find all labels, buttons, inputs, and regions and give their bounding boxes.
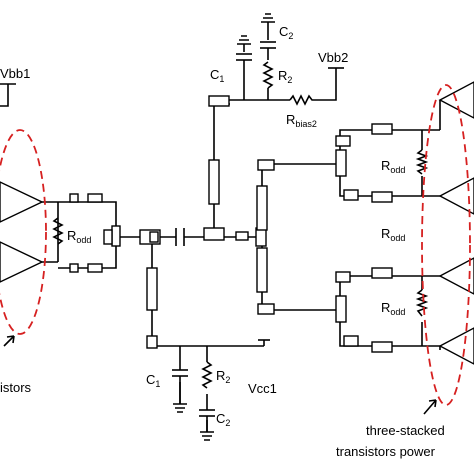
right-annotation-text-1: three-stacked <box>366 423 445 438</box>
c1-top-label: C1 <box>210 67 224 84</box>
right-amplifier-2 <box>438 177 474 215</box>
r2-bottom-resistor <box>201 361 213 389</box>
right-amplifier-3 <box>438 257 474 295</box>
right-annotation-ellipse <box>421 84 471 406</box>
vcc1-label: Vcc1 <box>248 381 277 396</box>
rbias2-resistor <box>289 94 314 106</box>
r2-top-label: R2 <box>278 68 292 85</box>
rbias2-label: Rbias2 <box>286 112 317 129</box>
right-rodd-label-1: Rodd <box>381 158 405 175</box>
interstage-divider <box>203 95 267 247</box>
vbb1-label: Vbb1 <box>0 66 30 81</box>
left-annotation-text: istors <box>0 380 32 395</box>
vbb2-label: Vbb2 <box>318 50 348 65</box>
r2-bottom-label: R2 <box>216 368 230 385</box>
left-amplifier-top <box>0 181 44 223</box>
right-amplifier-4 <box>438 327 474 365</box>
right-rodd-label-3: Rodd <box>381 300 405 317</box>
c1-bottom-label: C1 <box>146 372 160 389</box>
r2-top-resistor <box>262 61 274 89</box>
coupling-capacitor <box>160 228 204 246</box>
vcc1-bias-network: C1 R2 C2 Vcc1 <box>146 339 277 441</box>
vbb2-bias-network: C1 C2 R2 Rbias2 Vbb2 <box>210 13 348 129</box>
right-amplifier-group: three-stacked transistors power <box>336 81 474 459</box>
right-rodd-resistors: Rodd Rodd Rodd <box>381 130 429 346</box>
left-rodd-resistor <box>52 217 64 245</box>
vcc1-bias-line <box>146 267 158 311</box>
output-splitter <box>256 123 430 353</box>
right-annotation-arrow <box>423 399 437 415</box>
left-amp-output-wires <box>42 201 70 269</box>
vbb1-supply <box>0 83 16 107</box>
left-rodd-label: Rodd <box>67 228 91 245</box>
left-annotation-arrow <box>3 335 15 347</box>
input-combiner <box>69 193 162 349</box>
vbb2-bias-line <box>208 159 220 205</box>
c2-bottom-label: C2 <box>216 411 230 428</box>
right-annotation-text-2: transistors power <box>336 444 436 459</box>
combiner-tee-top <box>69 193 79 203</box>
left-amplifier-bottom <box>0 241 44 283</box>
left-amplifier-group: Rodd Vbb1 istors <box>0 66 91 395</box>
right-rodd-label-2: Rodd <box>381 226 405 243</box>
left-annotation-ellipse <box>0 129 47 335</box>
c2-top-label: C2 <box>279 24 293 41</box>
